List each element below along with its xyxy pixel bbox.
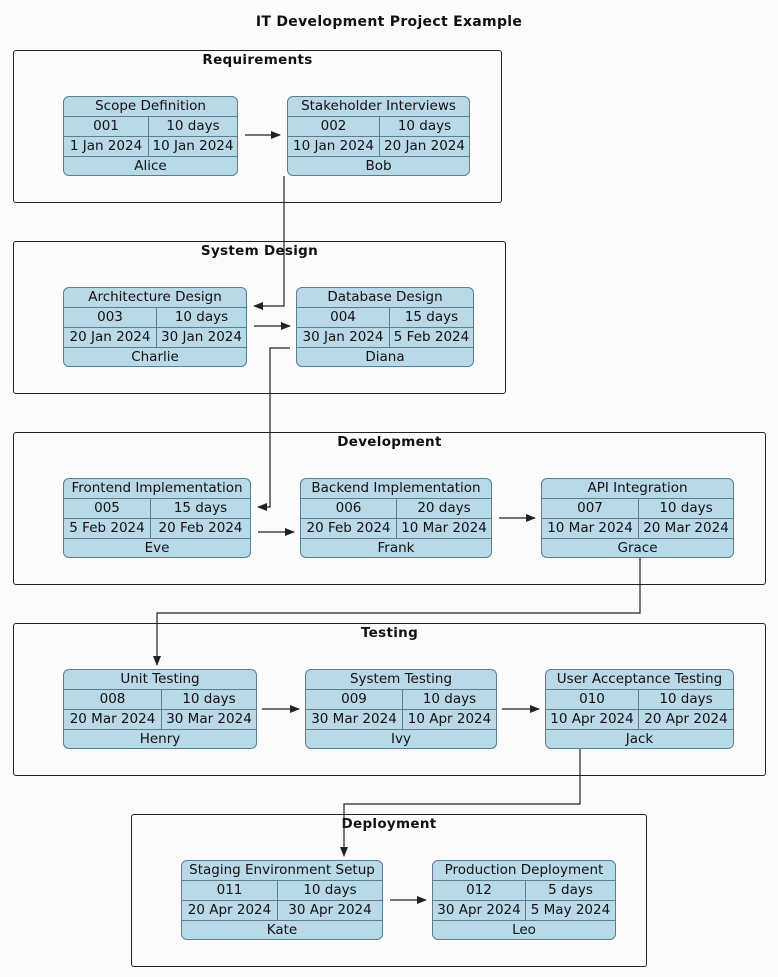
task-card[interactable]: Stakeholder Interviews 002 10 days 10 Jan… [287,96,470,176]
phase-label: Deployment [341,816,437,832]
task-duration: 10 days [156,308,246,327]
task-name: Scope Definition [95,98,206,114]
task-end: 20 Apr 2024 [638,710,733,729]
task-id: 006 [335,500,362,516]
task-start: 20 Apr 2024 [187,902,272,918]
task-id: 005 [94,500,120,516]
task-end: 10 Jan 2024 [148,137,237,156]
task-start: 1 Jan 2024 [69,138,143,154]
task-owner: Kate [266,922,298,938]
task-id: 004 [330,309,356,325]
task-name: Database Design [327,289,443,305]
task-duration: 10 days [277,881,382,900]
task-owner: Charlie [131,349,179,365]
task-start: 30 Jan 2024 [302,329,384,345]
task-id: 001 [93,118,119,134]
task-name: Stakeholder Interviews [301,98,456,114]
task-owner: Alice [134,158,167,174]
task-owner: Bob [365,158,392,174]
task-duration: 10 days [161,690,256,709]
phase-label: Requirements [202,52,313,68]
task-end: 20 Feb 2024 [150,519,250,538]
task-name: Unit Testing [120,671,200,687]
task-card[interactable]: System Testing 009 10 days 30 Mar 2024 10 … [305,669,497,749]
task-name: System Testing [349,671,453,687]
task-duration: 15 days [389,308,473,327]
task-card[interactable]: Architecture Design 003 10 days 20 Jan 20… [63,287,247,367]
phase-label: Testing [360,625,419,641]
task-card[interactable]: Production Deployment 012 5 days 30 Apr 2… [432,860,616,940]
task-end: 20 Mar 2024 [638,519,733,538]
task-id: 009 [341,691,367,707]
phase-label: Development [337,434,442,450]
task-name: Production Deployment [444,862,604,878]
task-owner: Grace [617,540,658,556]
diagram-title: IT Development Project Example [255,14,523,30]
task-start: 30 Mar 2024 [311,711,397,727]
task-owner: Ivy [391,731,411,747]
task-start: 20 Mar 2024 [69,711,156,727]
task-duration: 10 days [148,117,237,136]
task-card[interactable]: Database Design 004 15 days 30 Jan 2024 5 … [296,287,474,367]
task-end: 30 Mar 2024 [161,710,256,729]
task-start: 10 Apr 2024 [550,711,634,727]
task-owner: Leo [512,922,536,938]
task-card[interactable]: Backend Implementation 006 20 days 20 Feb… [300,478,492,558]
task-start: 10 Mar 2024 [547,520,633,536]
task-card[interactable]: Staging Environment Setup 011 10 days 20 … [181,860,383,940]
task-start: 20 Feb 2024 [306,520,391,536]
task-end: 10 Mar 2024 [396,519,491,538]
task-end: 5 Feb 2024 [389,328,473,347]
task-owner: Diana [365,349,405,365]
task-card[interactable]: Unit Testing 008 10 days 20 Mar 2024 30 Ma… [63,669,257,749]
task-id: 008 [99,691,126,707]
task-start: 10 Jan 2024 [293,138,374,154]
task-id: 010 [579,691,605,707]
task-card[interactable]: Frontend Implementation 005 15 days 5 Feb… [63,478,251,558]
task-start: 20 Jan 2024 [69,329,151,345]
task-card[interactable]: Scope Definition 001 10 days 1 Jan 2024 10… [63,96,238,176]
task-start: 5 Feb 2024 [69,520,145,536]
task-owner: Eve [144,540,170,556]
task-name: Frontend Implementation [71,480,243,496]
task-duration: 10 days [638,690,733,709]
task-end: 30 Apr 2024 [277,901,382,920]
task-owner: Jack [625,731,654,747]
task-card[interactable]: User Acceptance Testing 010 10 days 10 Ap… [545,669,734,749]
task-name: API Integration [587,480,688,496]
task-end: 10 Apr 2024 [402,710,496,729]
task-owner: Henry [139,731,181,747]
task-id: 002 [320,118,347,134]
task-id: 011 [216,882,243,898]
task-duration: 5 days [525,881,615,900]
task-name: User Acceptance Testing [556,671,723,687]
task-id: 012 [466,882,492,898]
task-duration: 10 days [402,690,496,709]
phase-label: System Design [200,243,319,259]
task-end: 30 Jan 2024 [156,328,246,347]
task-card[interactable]: API Integration 007 10 days 10 Mar 2024 20… [541,478,734,558]
task-name: Backend Implementation [311,480,481,496]
task-duration: 20 days [396,499,491,518]
task-start: 30 Apr 2024 [437,902,521,918]
task-duration: 10 days [638,499,733,518]
task-id: 007 [577,500,603,516]
task-duration: 10 days [379,117,469,136]
task-name: Architecture Design [88,289,222,305]
task-id: 003 [97,309,123,325]
task-end: 5 May 2024 [525,901,615,920]
task-end: 20 Jan 2024 [379,137,469,156]
task-duration: 15 days [150,499,250,518]
task-name: Staging Environment Setup [189,862,375,878]
task-owner: Frank [377,540,415,556]
